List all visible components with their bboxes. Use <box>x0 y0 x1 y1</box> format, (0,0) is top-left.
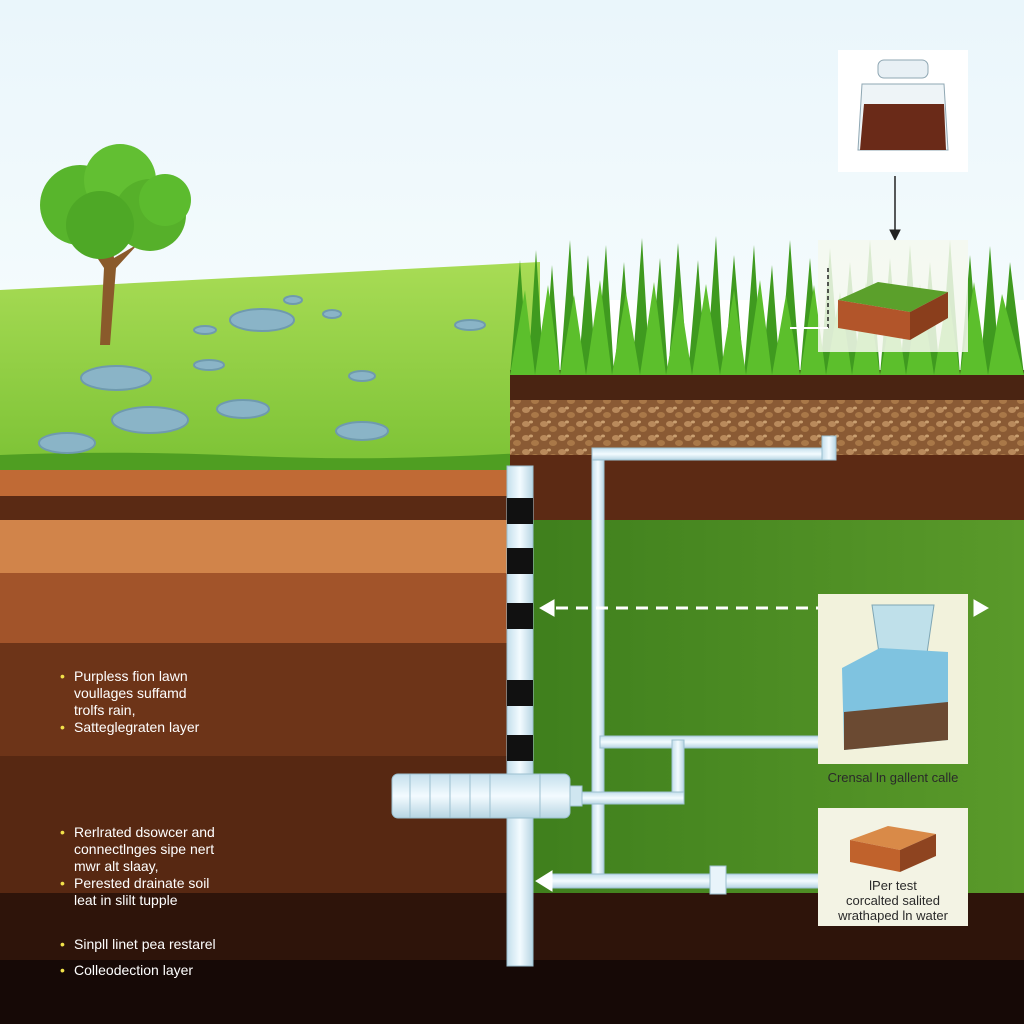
soil-block-water <box>842 648 948 750</box>
tree-icon <box>40 144 191 345</box>
label-line: leat in slilt tupple <box>74 892 178 908</box>
label-group-4: Colleodection layer <box>60 962 290 979</box>
water-panel <box>818 594 968 764</box>
clay-panel <box>818 808 968 926</box>
label-line: mwr alt slaay, <box>74 858 159 874</box>
label-line: trolfs rain, <box>74 702 136 718</box>
drain-pipes <box>391 435 837 895</box>
topsoil-right <box>510 370 1024 405</box>
puddles <box>38 295 486 454</box>
clay-layer-right <box>510 455 1024 523</box>
lawn-grass-edge <box>0 452 540 475</box>
label-line: Sinpll linet pea restarel <box>60 936 290 953</box>
soil-sample-panel <box>790 240 968 352</box>
left-soil-layers <box>0 470 510 896</box>
label-line: voullages suffamd <box>74 685 187 701</box>
water-panel-caption: Crensal ln gallent calle <box>827 770 959 785</box>
clay-caption-line: wrathaped ln water <box>838 908 948 923</box>
soil-block-icon <box>850 826 936 872</box>
label-group-3: Sinpll linet pea restarel <box>60 936 290 953</box>
label-line: connectlnges sipe nert <box>74 841 215 857</box>
label-line: Satteglegraten layer <box>60 719 280 736</box>
jar-icon <box>857 59 949 151</box>
measure-post <box>506 465 534 967</box>
label-line: Perested drainate soil <box>60 875 280 892</box>
label-line: Colleodection layer <box>60 962 290 979</box>
jar-panel <box>838 50 968 172</box>
soil-sample-icon <box>838 282 948 340</box>
label-line: Rerlrated dsowcer and <box>60 824 280 841</box>
clay-caption-line: lPer test <box>869 878 917 893</box>
label-line: Purpless fion lawn <box>60 668 280 685</box>
clay-caption-line: corcalted salited <box>846 893 940 908</box>
